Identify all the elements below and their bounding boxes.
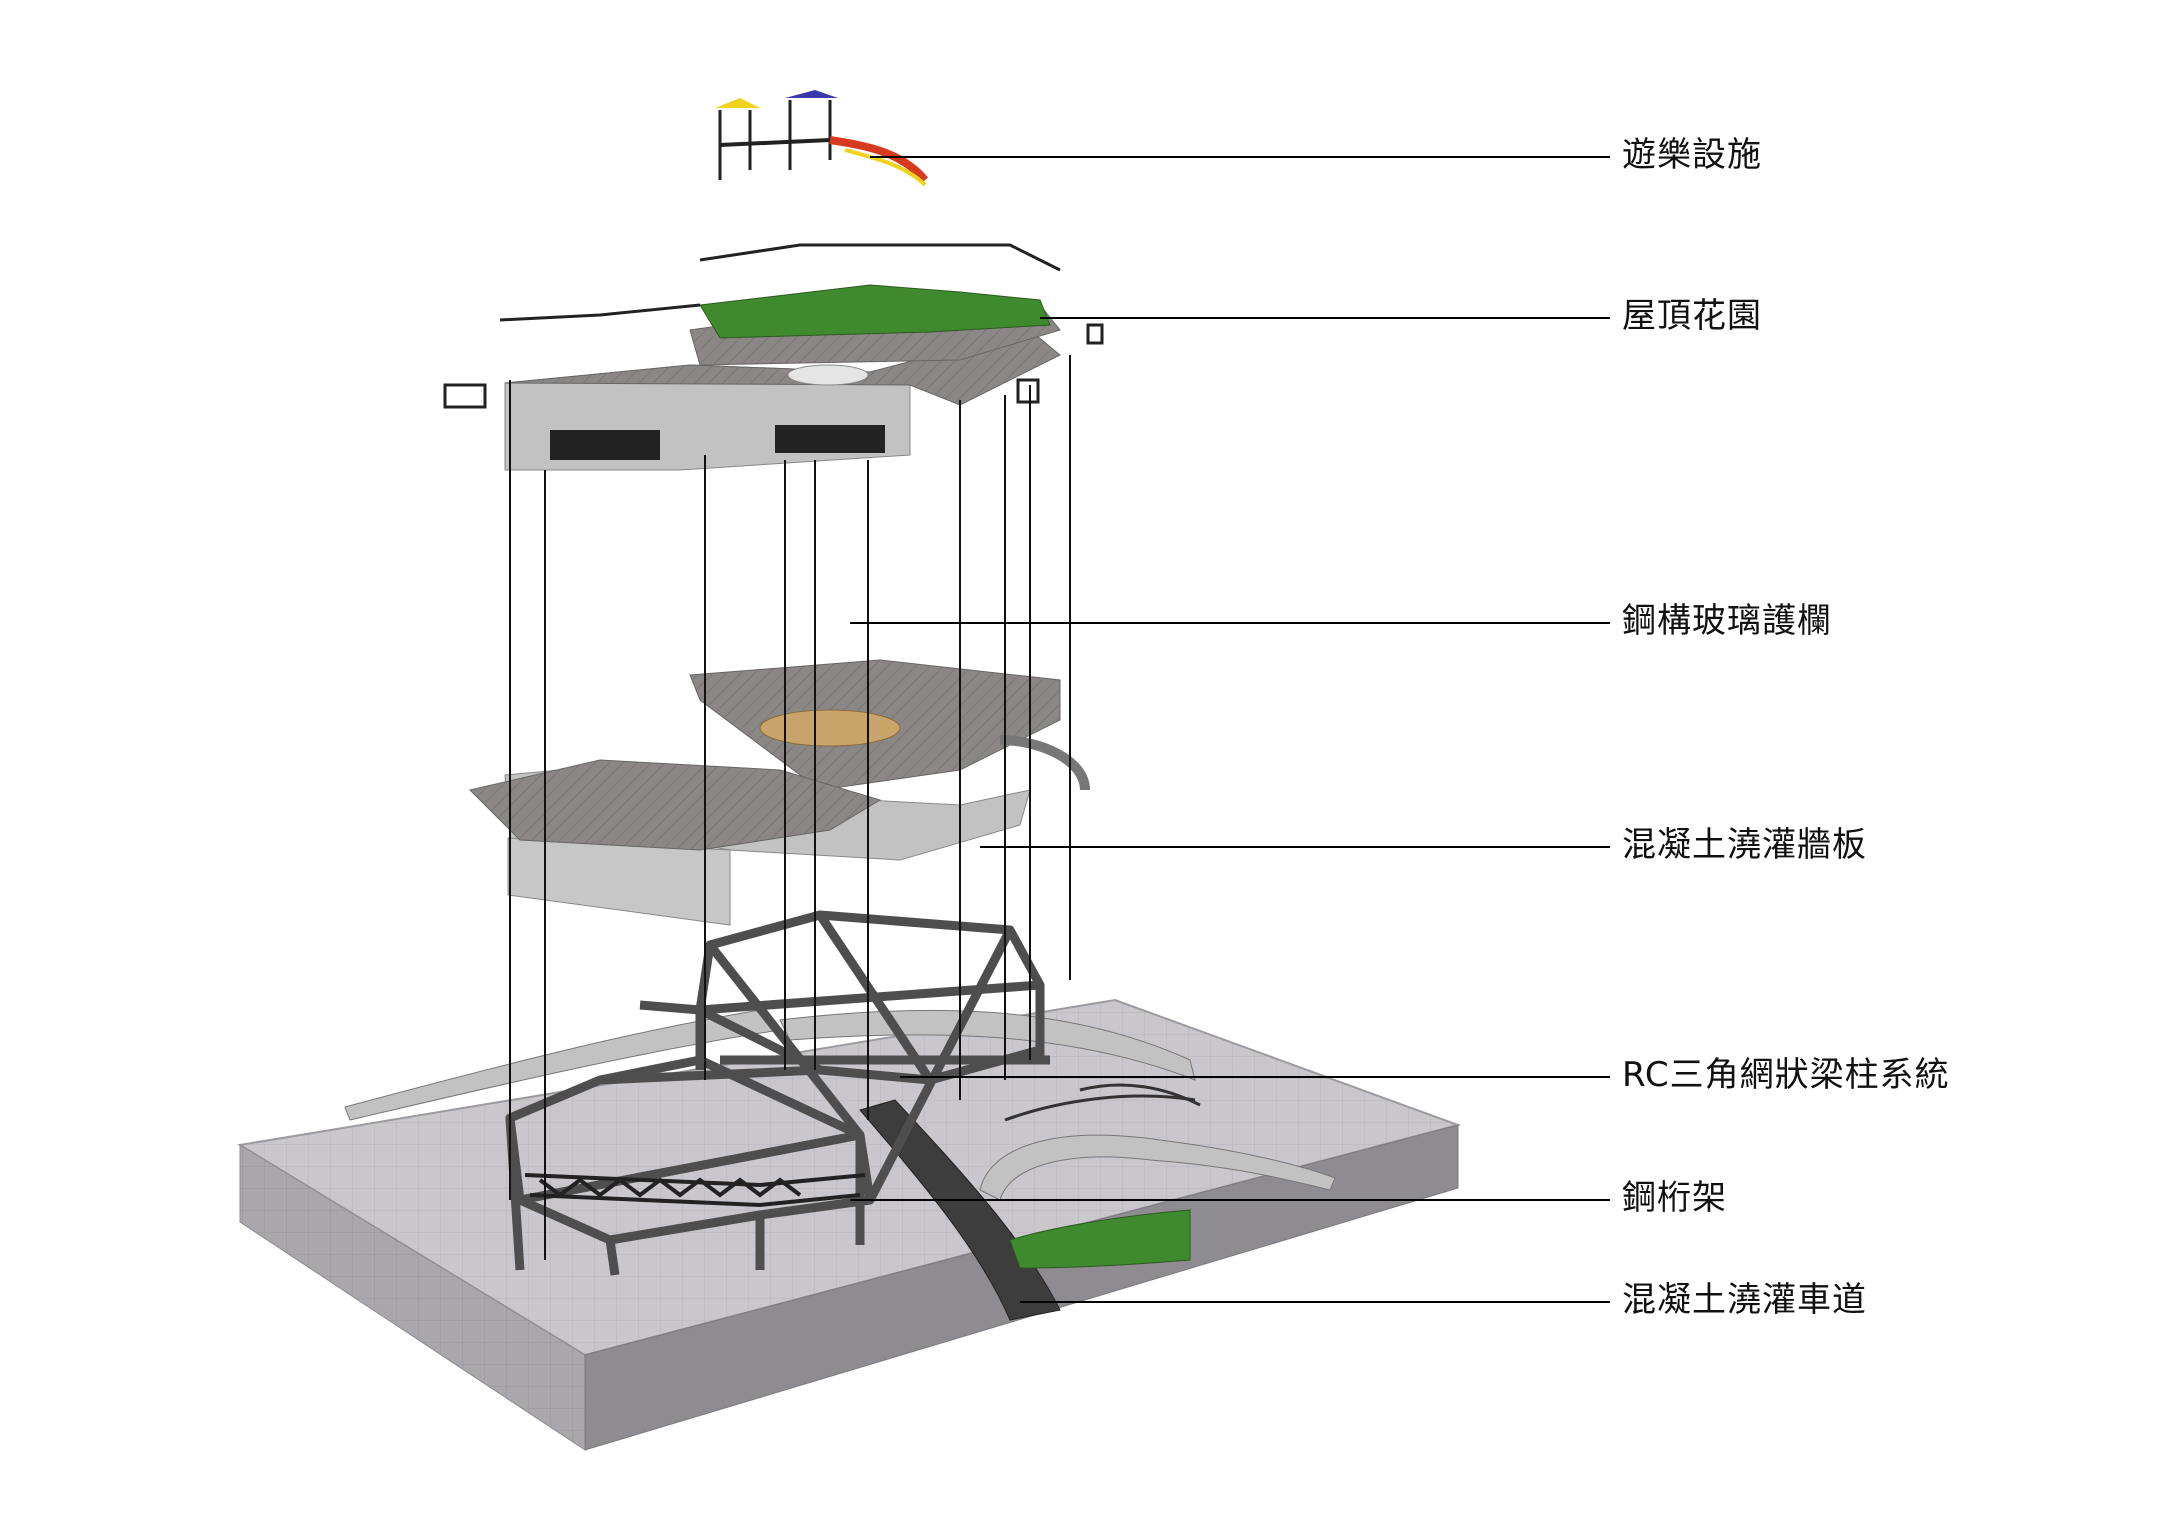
concrete-ramp (344, 1009, 1336, 1321)
label-concrete-ramp: 混凝土澆灌車道 (1622, 1280, 1867, 1320)
label-steel-truss: 鋼桁架 (1622, 1178, 1727, 1218)
steel-truss (524, 1173, 866, 1208)
leader-lines (850, 156, 1610, 1303)
rc-grid-frame (505, 910, 1050, 1276)
label-concrete-wall: 混凝土澆灌牆板 (1622, 825, 1867, 865)
label-rc-grid-frame: RC三角網狀梁柱系統 (1622, 1055, 1950, 1095)
label-playground: 遊樂設施 (1622, 135, 1762, 175)
roof-slab (443, 243, 1104, 471)
label-roof-garden: 屋頂花園 (1622, 296, 1762, 336)
label-steel-glass-railing: 鋼構玻璃護欄 (1622, 601, 1832, 641)
site-base-plate (237, 998, 1462, 1451)
vertical-alignment-lines (509, 355, 1071, 1260)
playground (715, 90, 929, 187)
middle-floor-slab (469, 659, 1090, 926)
